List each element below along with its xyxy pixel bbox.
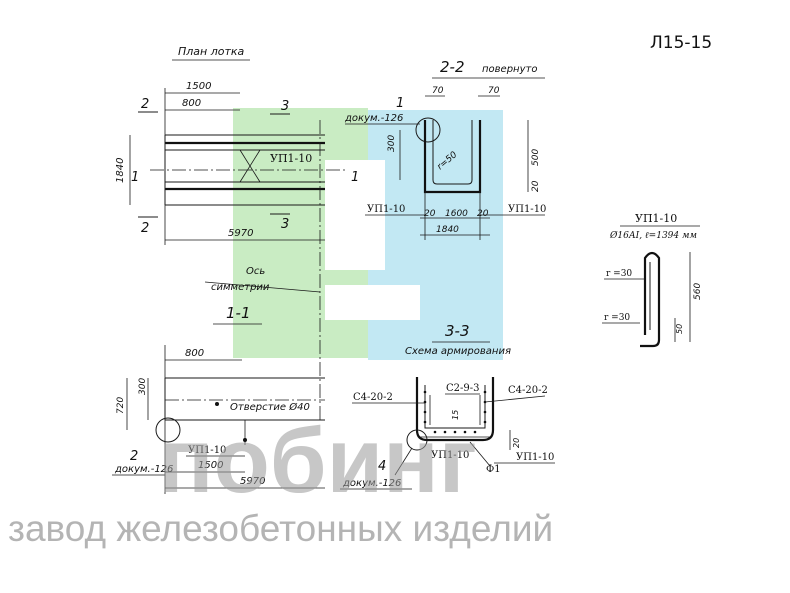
section33-subtitle: Схема армирования [405, 346, 511, 357]
section22-dim-1840: 1840 [436, 225, 459, 235]
plan-dim-5970: 5970 [228, 228, 253, 239]
section11-loop-label: УП1-10 [188, 445, 226, 456]
section-1-1: 1-1 800 Отверстие Ø40 300 720 УП1-10 2 д… [112, 304, 325, 494]
loop-radius-1: r =30 [606, 269, 632, 279]
section11-dim-1500: 1500 [198, 460, 223, 471]
section11-dim-5970: 5970 [240, 476, 265, 487]
section33-dim-20: 20 [512, 438, 521, 448]
section22-label-right: УП1-10 [508, 204, 546, 215]
loop-dim-50: 50 [675, 324, 684, 334]
section22-dim-70b: 70 [488, 86, 500, 96]
plan-dim-1500: 1500 [186, 81, 211, 92]
section11-dim-300: 300 [138, 378, 148, 395]
section11-hole: Отверстие Ø40 [230, 401, 310, 413]
plan-view: План лотка 1500 800 2 3 2 3 1 1 1840 УП1… [115, 45, 359, 420]
plan-mark-3-bottom: 3 [281, 217, 289, 232]
plan-mark-2-bottom: 2 [141, 221, 149, 236]
section11-callout-doc: докум.-126 [114, 464, 173, 475]
loop-detail: УП1-10 Ø16АI, ℓ=1394 мм 560 50 r =30 r =… [602, 212, 703, 348]
plan-mark-1-right: 1 [351, 170, 359, 185]
loop-spec: Ø16АI, ℓ=1394 мм [609, 230, 697, 241]
section11-title: 1-1 [226, 304, 251, 322]
section22-callout-doc: докум.-126 [344, 113, 403, 124]
section33-title: 3-3 [445, 322, 470, 340]
plan-axis-label-1: Ось [246, 266, 265, 277]
brand-tagline: завод железобетонных изделий [8, 508, 553, 549]
section33-label-c4b: С4-20-2 [508, 385, 548, 396]
section33-label-c2: С2-9-3 [446, 383, 480, 394]
loop-radius-2: r =30 [604, 313, 630, 323]
watermark-white-cut-2 [325, 285, 420, 320]
plan-mark-1-left: 1 [131, 170, 139, 185]
plan-mark-2-top: 2 [141, 97, 149, 112]
section11-callout-num: 2 [130, 449, 138, 464]
section33-dim-15: 15 [451, 410, 460, 420]
loop-title: УП1-10 [635, 212, 677, 225]
section22-dim-300: 300 [387, 135, 397, 152]
sheet-code: Л15-15 [650, 33, 712, 53]
plan-loop-label: УП1-10 [270, 152, 312, 165]
section11-dim-720: 720 [116, 397, 126, 414]
plan-axis-label-2: симметрии [211, 282, 270, 293]
section33-doc-4: докум.-126 [342, 478, 401, 489]
section22-note: повернуто [482, 64, 537, 75]
section-2-2: 2-2 повернуто 70 70 1 докум.-126 r=50 30… [344, 58, 546, 240]
section22-dim-500: 500 [531, 149, 541, 166]
plan-mark-3-top: 3 [281, 99, 289, 114]
section22-dim-70a: 70 [432, 86, 444, 96]
section22-callout-num: 1 [396, 96, 404, 111]
brand-logo-text: побинг [158, 410, 477, 512]
section22-label-left: УП1-10 [367, 204, 405, 215]
section33-label-up-b: УП1-10 [516, 452, 554, 463]
plan-dim-800: 800 [182, 98, 201, 109]
section22-title: 2-2 [440, 58, 465, 76]
plan-dim-1840: 1840 [115, 158, 126, 183]
section33-num-4: 4 [378, 459, 386, 474]
section-3-3: 3-3 Схема армирования 15 С4-20-2 С2-9-3 … [340, 322, 555, 490]
section22-dim-20a: 20 [424, 209, 436, 219]
section22-dim-20b: 20 [477, 209, 489, 219]
rebar-dots [423, 390, 487, 434]
section22-dim-1600: 1600 [445, 209, 468, 219]
section11-dim-800: 800 [185, 348, 204, 359]
plan-title: План лотка [178, 45, 245, 58]
loop-dim-560: 560 [693, 283, 703, 300]
section33-label-c4a: С4-20-2 [353, 392, 393, 403]
section33-label-up-a: УП1-10 [431, 450, 469, 461]
section33-label-f1: Ф1 [486, 464, 501, 475]
section22-dim-20c: 20 [531, 180, 541, 192]
